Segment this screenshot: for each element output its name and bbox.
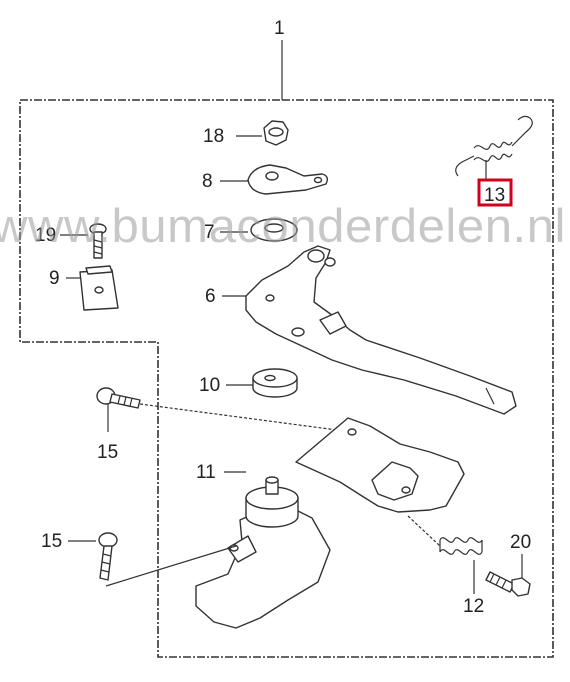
callout-7: 7 [204,222,215,243]
washer-part-10 [252,368,298,398]
leader-15-upper-dashed [139,403,353,433]
highlight-box-13 [477,178,513,207]
callout-15-lower: 15 [41,531,62,552]
callout-6: 6 [205,286,216,307]
lever-plate-part-8 [247,164,329,195]
bolt-part-20 [485,571,531,597]
spring-part-12 [439,537,483,555]
callout-18: 18 [203,126,224,147]
callout-13: 13 [484,185,505,206]
washer-part-7 [250,218,298,242]
base-bracket-part-11 [195,417,465,629]
callout-11: 11 [196,462,216,483]
watermark-text: www.bumaconderdelen.nl [0,199,566,252]
bolt-part-15-upper [96,387,141,409]
assembly-frame [19,99,554,658]
callout-8: 8 [202,171,213,192]
nut-part-18 [263,120,289,146]
throttle-lever-part-6 [245,245,517,415]
callout-10: 10 [199,375,220,396]
bolt-15-lower-axis [105,545,237,587]
screw-part-19 [89,223,107,259]
callout-9: 9 [49,268,60,289]
bolt-part-15-lower [98,532,118,581]
spring-part-13 [455,115,533,180]
callout-12: 12 [463,596,484,617]
callout-19: 19 [35,225,56,246]
callout-1: 1 [274,18,285,39]
spring-12-axis [407,515,441,547]
clip-nut-part-9 [79,265,119,311]
callout-15-upper: 15 [97,442,118,463]
callout-20: 20 [510,532,531,553]
